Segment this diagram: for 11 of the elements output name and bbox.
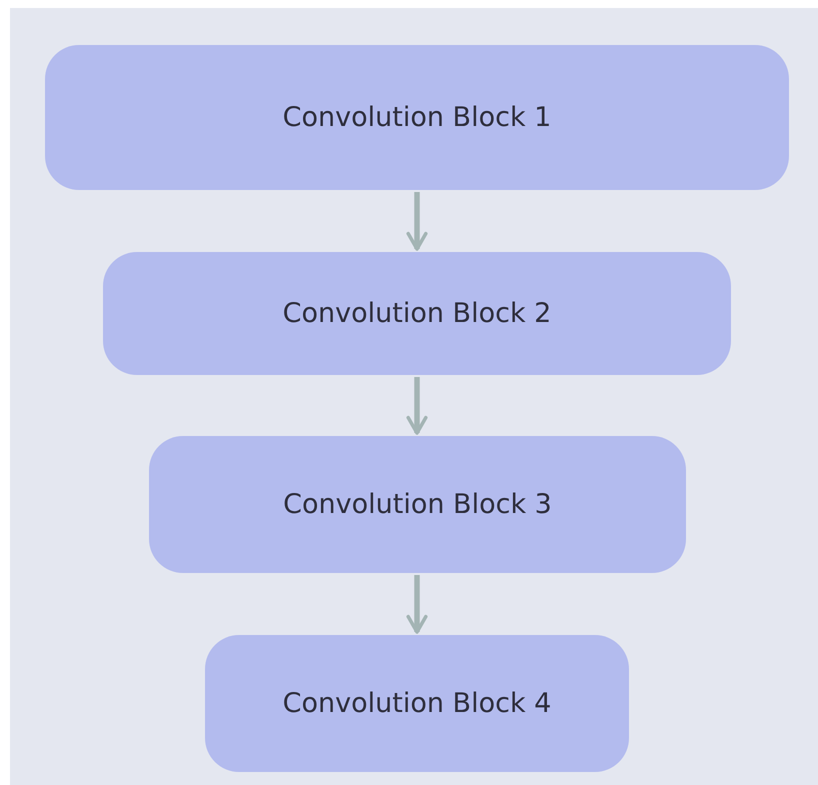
- box-label: Convolution Block 1: [282, 102, 552, 133]
- arrow: [406, 575, 428, 634]
- process-box: [205, 635, 629, 772]
- arrow: [406, 377, 428, 435]
- process-box: [45, 45, 789, 190]
- process-box: [103, 252, 731, 375]
- arrow: [406, 192, 428, 251]
- process-box: [149, 436, 686, 573]
- box-label: Convolution Block 2: [282, 298, 552, 329]
- box-label: Convolution Block 4: [282, 688, 552, 719]
- box-label: Convolution Block 3: [283, 489, 552, 520]
